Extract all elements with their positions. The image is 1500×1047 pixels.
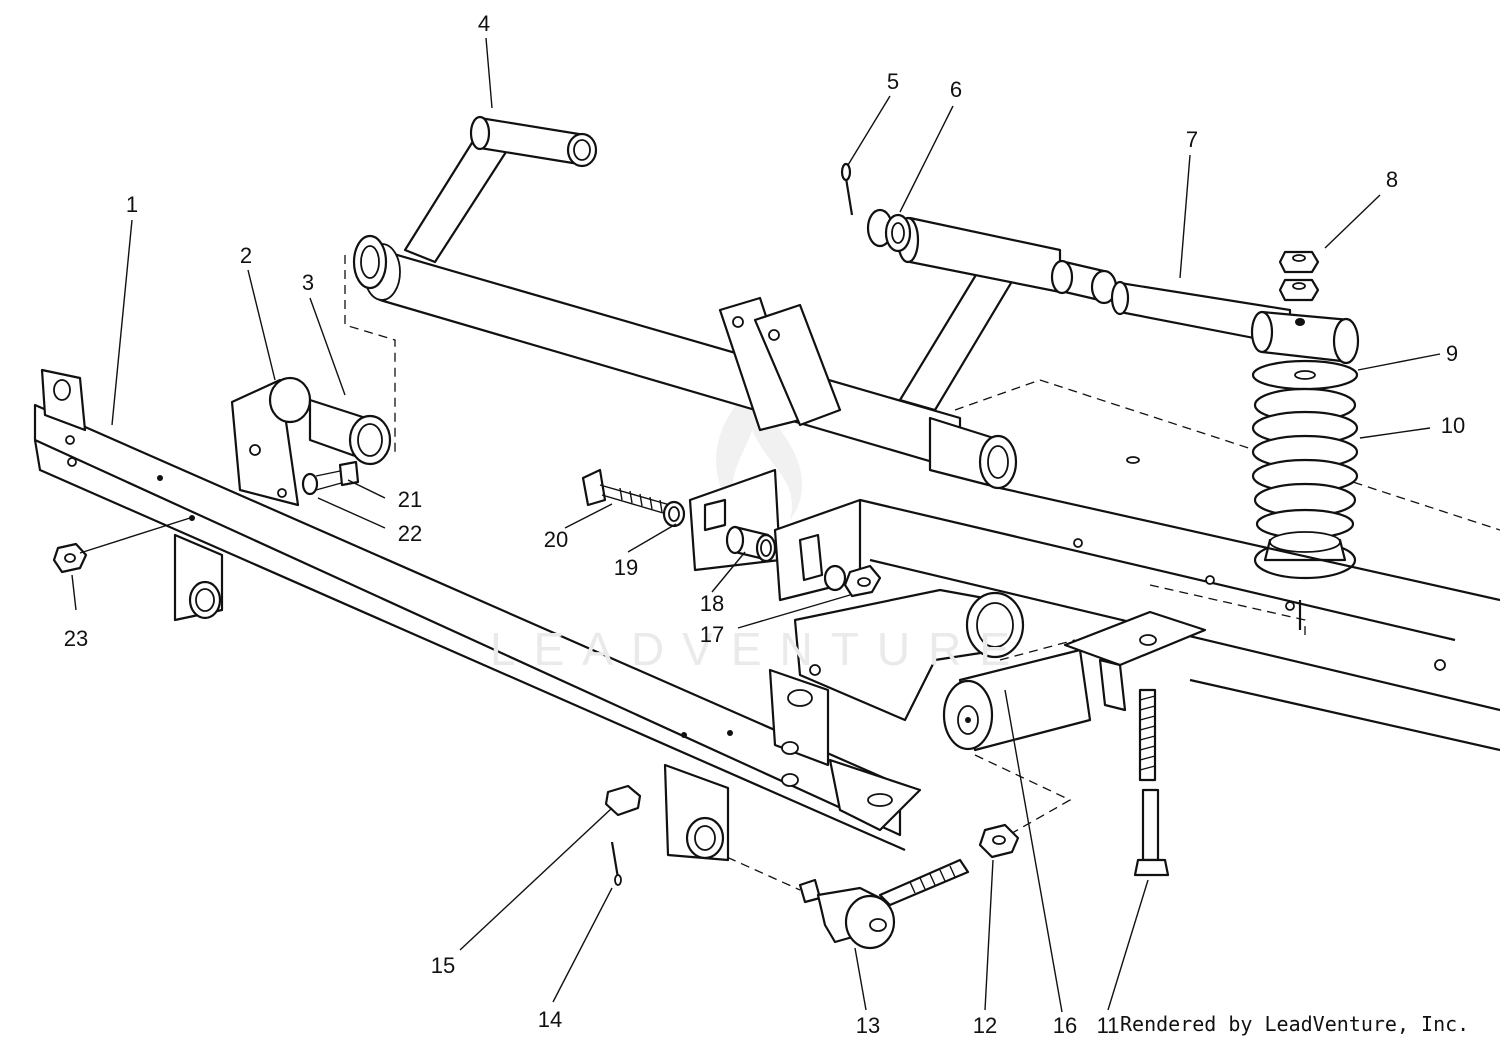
callout-14: 14 — [537, 1007, 563, 1032]
callout-9: 9 — [1445, 341, 1459, 366]
lower-mount — [581, 468, 1207, 752]
callout-17: 17 — [699, 622, 725, 647]
spindle-assembly — [840, 162, 1360, 365]
callout-18: 18 — [699, 591, 725, 616]
watermark-text: LEADVENTURE — [490, 623, 1028, 675]
callout-13: 13 — [855, 1013, 881, 1038]
left-pivot-bracket — [230, 376, 392, 507]
callout-16: 16 — [1052, 1013, 1078, 1038]
cotter-pin — [610, 841, 620, 879]
castle-nut — [604, 784, 642, 817]
callout-6: 6 — [949, 77, 963, 102]
callout-1: 1 — [125, 192, 139, 217]
callout-15: 15 — [430, 953, 456, 978]
callout-21: 21 — [397, 487, 423, 512]
coil-spring — [1251, 359, 1359, 580]
callout-10: 10 — [1440, 413, 1466, 438]
callout-leaders — [71, 37, 1441, 1013]
callout-11: 11 — [1096, 1013, 1120, 1038]
callout-3: 3 — [301, 270, 315, 295]
callout-22: 22 — [397, 521, 423, 546]
front-axle-beam — [33, 368, 922, 862]
callout-5: 5 — [886, 69, 900, 94]
callout-7: 7 — [1185, 127, 1199, 152]
callout-2: 2 — [239, 243, 253, 268]
long-bolt — [1133, 688, 1170, 877]
callout-23: 23 — [63, 626, 89, 651]
callout-20: 20 — [543, 527, 569, 552]
callout-8: 8 — [1385, 167, 1399, 192]
tie-rod-end — [798, 858, 970, 950]
callout-19: 19 — [613, 555, 639, 580]
watermark-logo — [716, 395, 803, 520]
callout-12: 12 — [972, 1013, 998, 1038]
cross-shaft — [352, 115, 1062, 490]
callout-4: 4 — [477, 11, 491, 36]
credit-text: Rendered by LeadVenture, Inc. — [1120, 1012, 1470, 1036]
